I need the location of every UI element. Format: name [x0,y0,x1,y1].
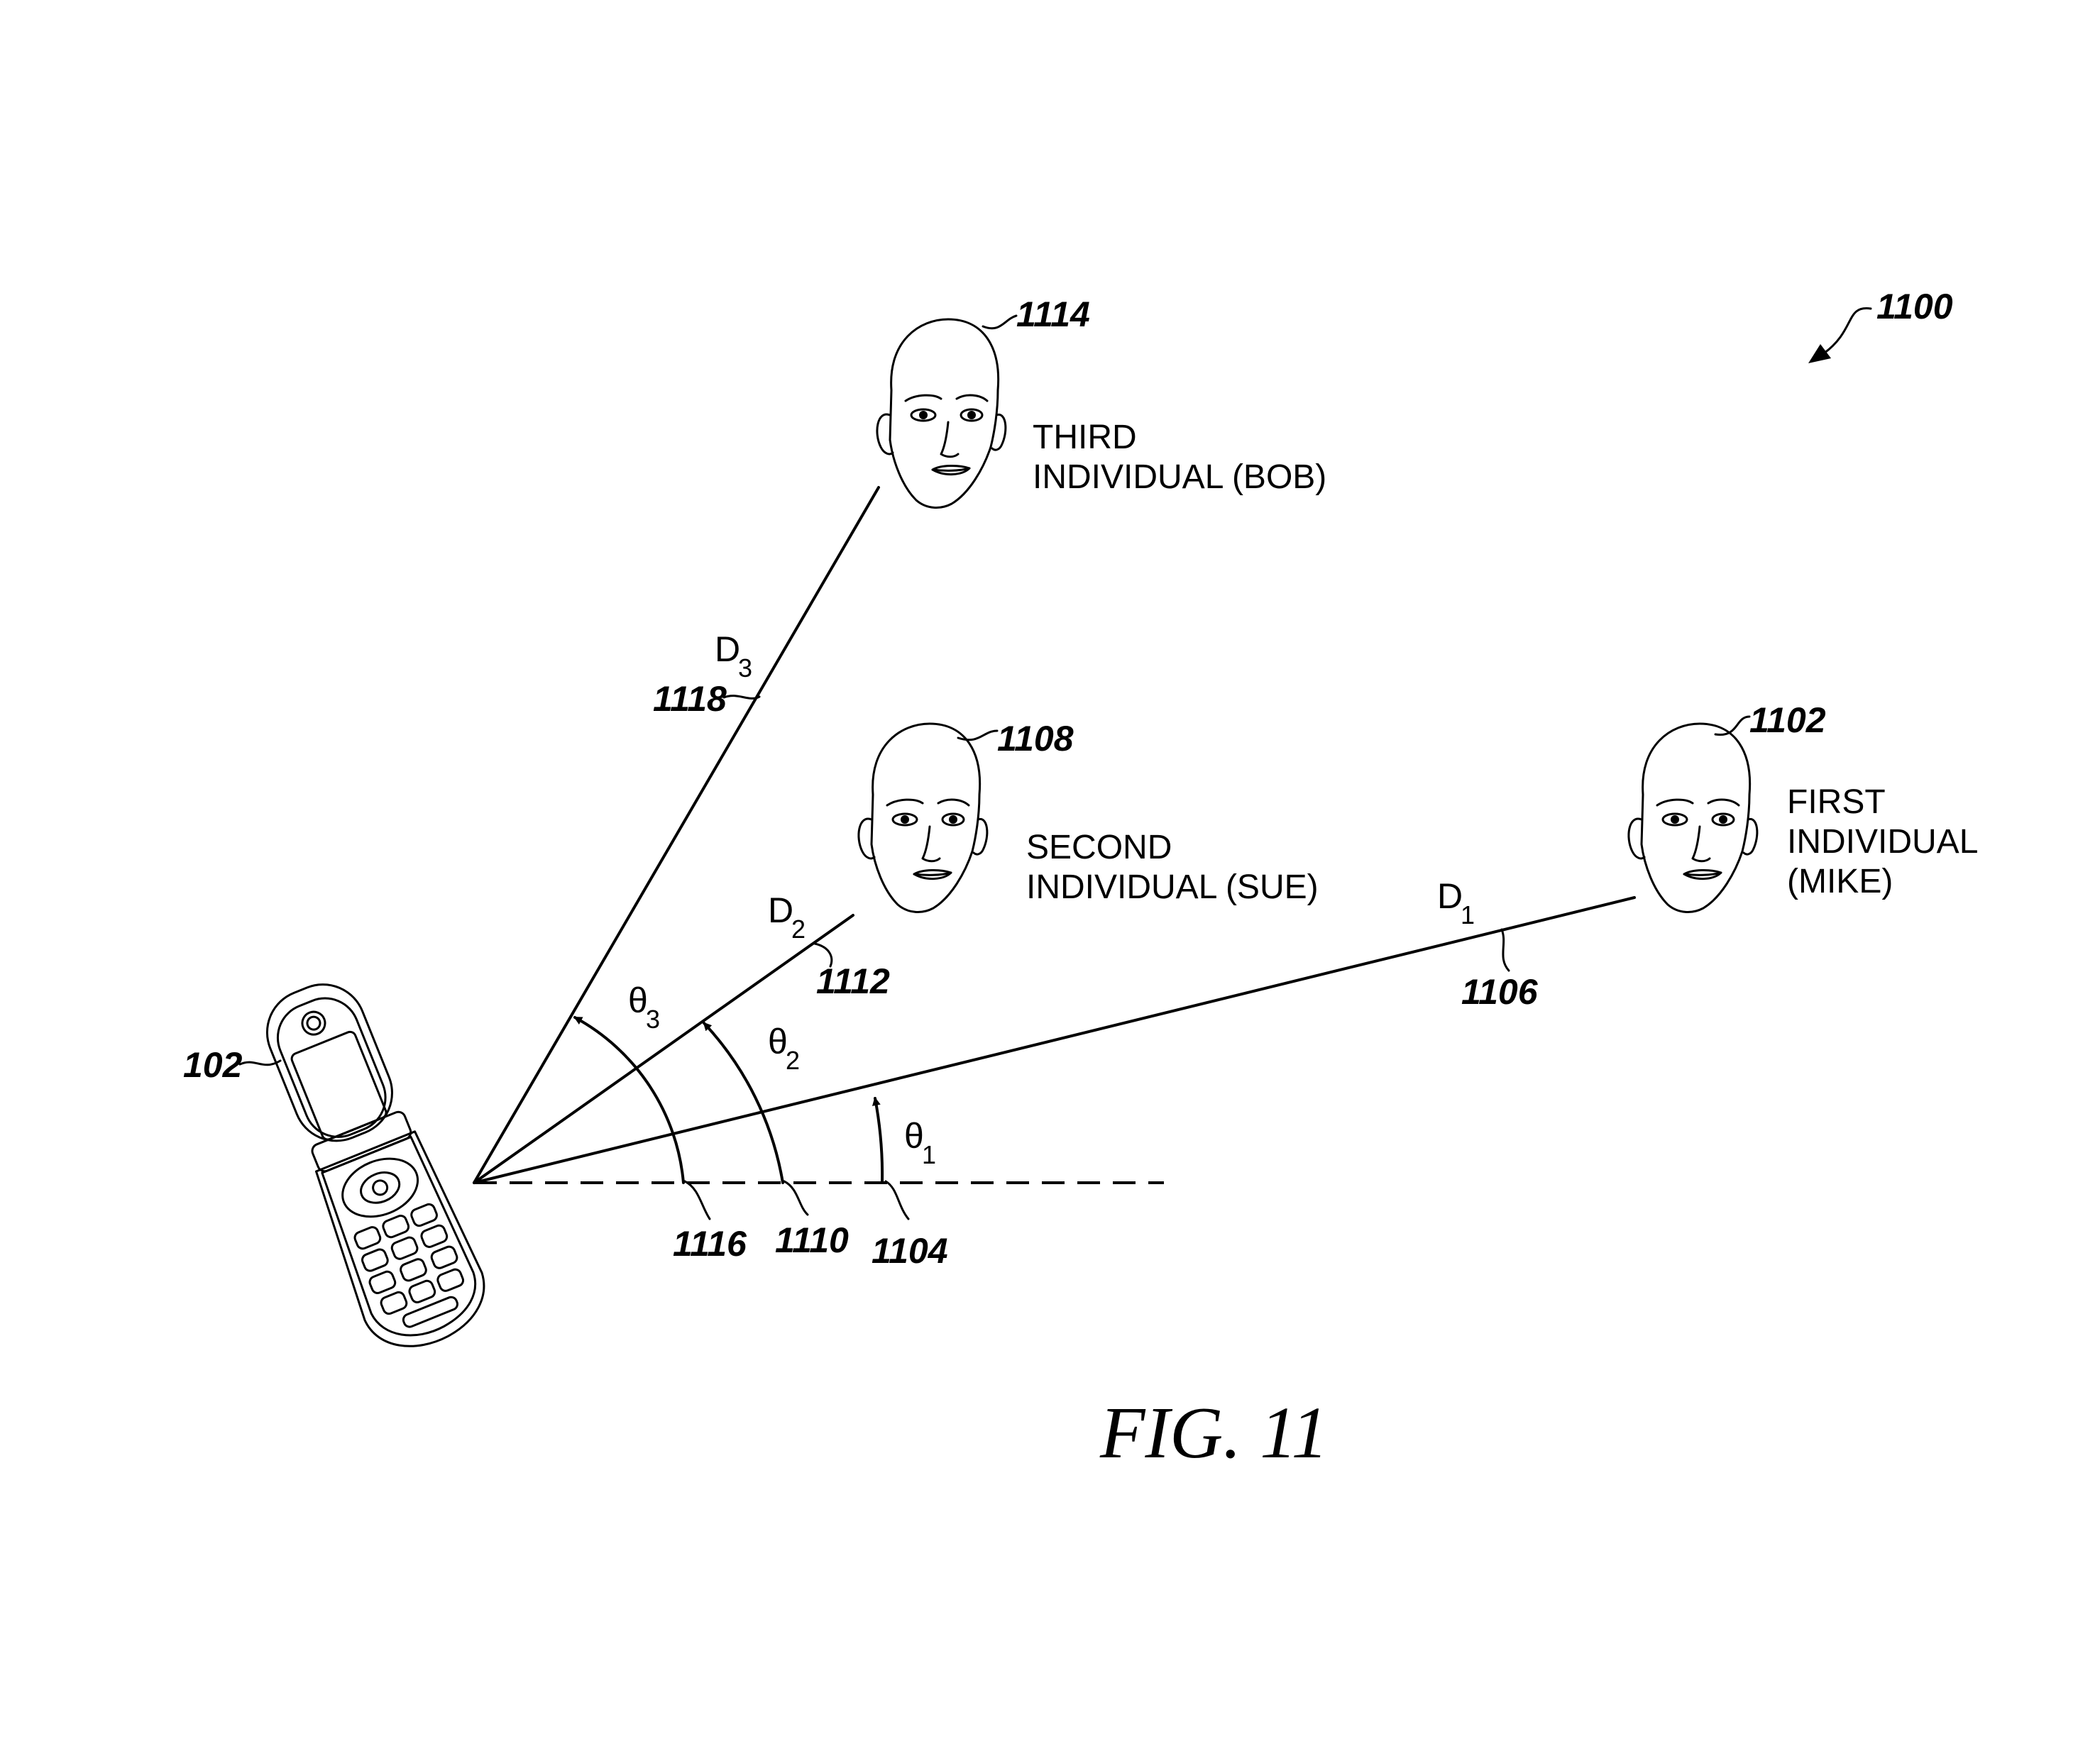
svg-text:INDIVIDUAL (BOB): INDIVIDUAL (BOB) [1033,458,1326,496]
angle-label-theta3: θ 3 [628,981,660,1034]
svg-text:D: D [768,890,793,930]
ref-1104: 1104 [872,1181,948,1271]
svg-text:1: 1 [922,1140,936,1169]
figure-ref-label: 1100 [1876,287,1953,326]
angle-label-theta2: θ 2 [768,1022,800,1075]
svg-text:1106: 1106 [1461,972,1539,1012]
svg-text:3: 3 [646,1005,660,1034]
person-second: 1108 SECOND INDIVIDUAL (SUE) [859,719,1319,912]
svg-text:θ: θ [628,981,648,1020]
svg-text:θ: θ [904,1116,924,1156]
svg-text:1102: 1102 [1749,700,1826,740]
angle-label-theta1: θ 1 [904,1116,936,1169]
distance-line-d3 [474,487,879,1183]
svg-text:1114: 1114 [1016,294,1090,334]
ref-1112: 1112 [815,944,890,1001]
svg-text:(MIKE): (MIKE) [1787,863,1893,900]
svg-text:θ: θ [768,1022,788,1061]
svg-text:1118: 1118 [653,679,727,719]
svg-text:1110: 1110 [775,1220,849,1260]
distance-line-d1 [474,898,1634,1183]
svg-text:INDIVIDUAL: INDIVIDUAL [1787,823,1978,861]
ref-1116: 1116 [673,1181,747,1264]
svg-text:FIRST: FIRST [1787,783,1886,821]
head-icon-second-individual [859,724,987,912]
svg-text:1112: 1112 [816,961,890,1001]
svg-text:THIRD: THIRD [1033,419,1137,456]
svg-text:INDIVIDUAL (SUE): INDIVIDUAL (SUE) [1026,868,1319,906]
angle-arc-theta1 [875,1098,882,1183]
svg-text:2: 2 [791,915,806,944]
person-third: 1114 THIRD INDIVIDUAL (BOB) [877,294,1326,507]
svg-text:SECOND: SECOND [1026,829,1172,866]
head-icon-first-individual [1629,724,1757,912]
person-first: 1102 FIRST INDIVIDUAL (MIKE) [1629,700,1978,912]
distance-label-d2: D 2 [768,890,806,944]
svg-text:2: 2 [786,1046,800,1075]
ref-1118: 1118 [653,679,759,719]
svg-text:1116: 1116 [673,1224,747,1264]
svg-text:1: 1 [1461,900,1475,929]
svg-text:102: 102 [183,1045,243,1085]
flip-phone [241,967,500,1364]
figure-number-1100: 1100 [1808,287,1953,363]
head-icon-third-individual [877,319,1006,507]
distance-label-d3: D 3 [715,629,752,683]
ref-102: 102 [183,1045,280,1085]
svg-text:3: 3 [738,653,752,683]
svg-text:D: D [1437,876,1463,916]
svg-text:1104: 1104 [872,1231,948,1271]
svg-text:1108: 1108 [997,719,1074,758]
distance-label-d1: D 1 [1437,876,1475,929]
svg-text:D: D [715,629,740,669]
figure-caption: FIG. 11 [1099,1392,1329,1474]
ref-1110: 1110 [775,1181,849,1260]
ref-1106: 1106 [1461,929,1539,1012]
